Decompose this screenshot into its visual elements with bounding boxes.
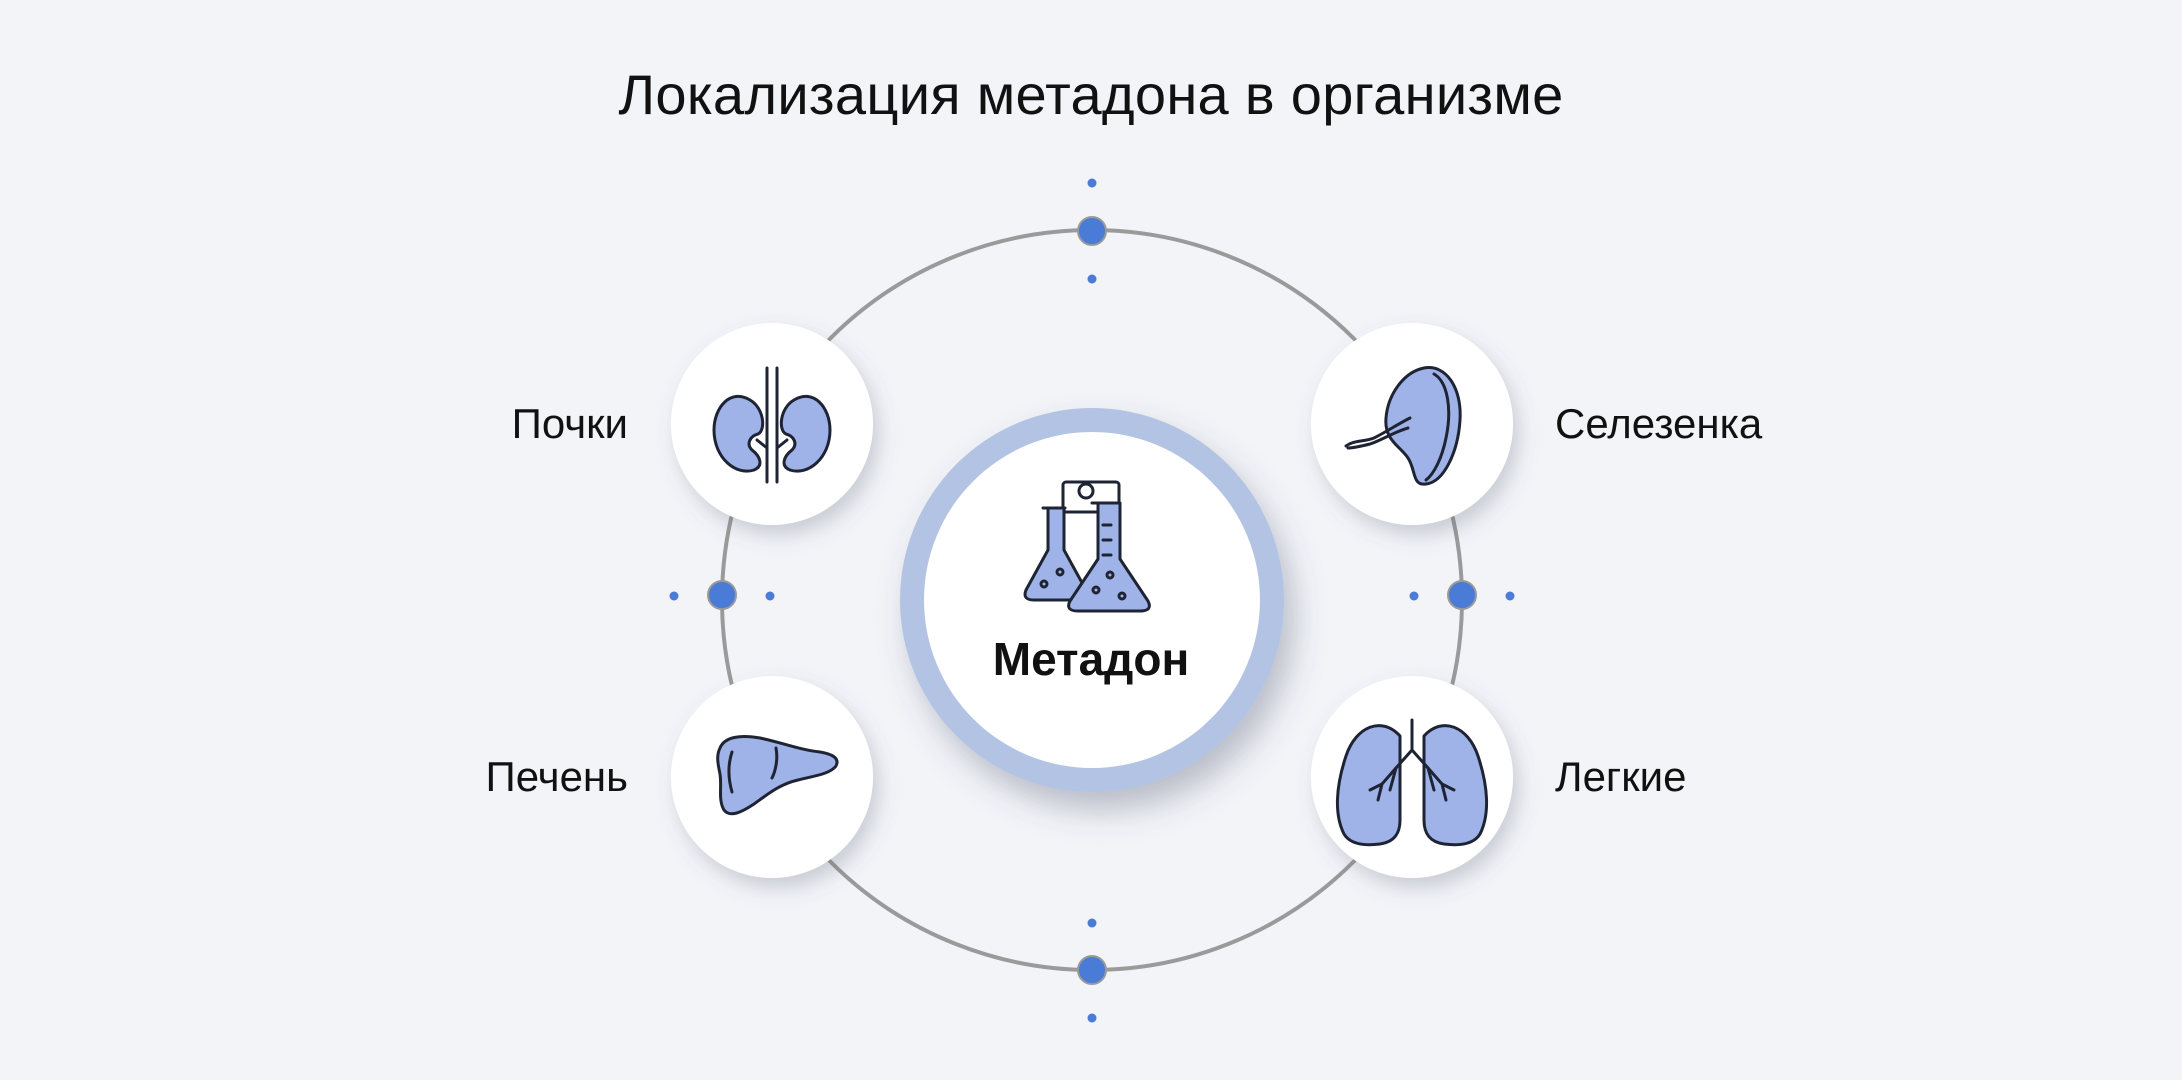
center-node [900,408,1284,792]
node-spleen [1311,323,1513,525]
lungs-icon [1336,718,1488,847]
label-spleen: Селезенка [1555,400,1763,447]
node-liver [671,676,873,878]
ring-marker-bottom [1077,918,1107,1023]
label-kidneys: Почки [511,400,628,447]
kidneys-icon [712,366,832,484]
label-liver: Печень [485,753,628,800]
ring-marker-left [669,580,775,610]
ring-marker-top [1077,178,1107,284]
node-lungs [1311,676,1513,878]
spleen-icon [1344,366,1462,486]
flasks-icon [1023,480,1151,613]
page-title: Локализация метадона в организме [618,63,1564,126]
node-kidneys [671,323,873,525]
label-lungs: Легкие [1555,753,1687,800]
liver-icon [716,734,839,816]
ring-marker-right [1409,580,1515,610]
center-label: Метадон [992,633,1190,685]
